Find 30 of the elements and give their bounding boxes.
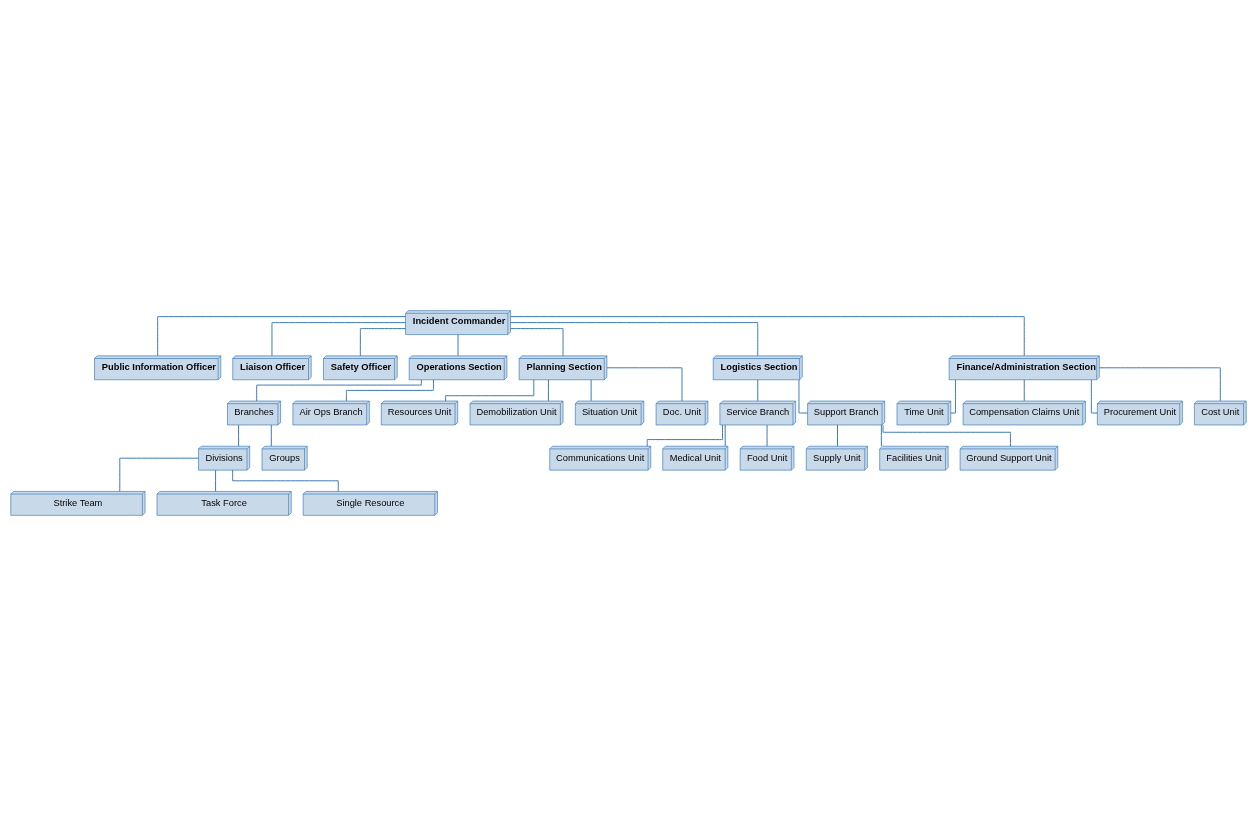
connector — [724, 424, 726, 446]
connector — [547, 378, 549, 401]
connector — [1099, 366, 1221, 401]
connector — [445, 378, 535, 401]
connector — [457, 333, 459, 356]
connector — [510, 321, 759, 356]
connector — [119, 457, 199, 492]
connector — [950, 378, 956, 413]
connector — [157, 315, 406, 356]
connector — [837, 424, 838, 446]
connector — [590, 378, 592, 401]
connector — [238, 424, 240, 446]
connector — [880, 424, 882, 446]
connector — [270, 424, 272, 446]
connector — [646, 424, 723, 447]
connector — [232, 469, 339, 492]
connector — [1023, 378, 1025, 401]
connector — [510, 315, 1025, 356]
connector — [882, 424, 1011, 447]
connector — [757, 378, 759, 401]
connector — [510, 327, 564, 356]
connector — [345, 378, 434, 401]
connector — [766, 424, 768, 446]
connector — [215, 469, 217, 492]
connector — [256, 378, 422, 401]
connector — [606, 366, 683, 401]
connector — [1090, 378, 1098, 413]
connector — [798, 378, 808, 413]
connector — [271, 321, 406, 356]
connector — [359, 327, 406, 356]
